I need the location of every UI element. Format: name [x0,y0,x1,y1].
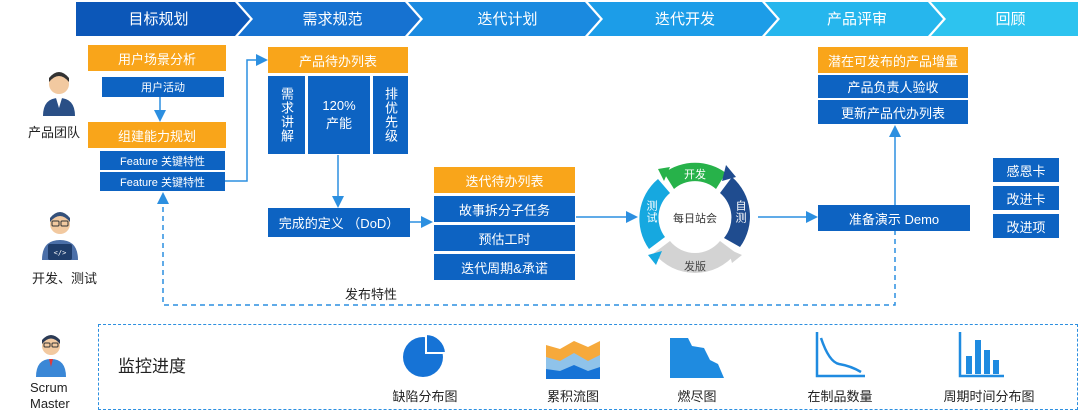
phase-bar [76,2,1078,36]
monitor-label-wip: 在制品数量 [807,389,873,404]
cumulative-flow-icon [546,335,600,379]
sprint-item-split-tasks: 故事拆分子任务 [434,196,575,222]
update-product-backlog: 更新产品代办列表 [818,100,968,124]
role-product-team: 产品团队 [28,125,81,140]
monitor-title: 监控进度 [118,357,186,376]
user-activity: 用户活动 [102,77,224,97]
scrum-master-avatar-icon [36,335,66,377]
phase-label-sprint-dev: 迭代开发 [654,10,715,28]
role-scrum-master-line2: Master [30,396,70,411]
phase-chevron-5 [765,2,943,36]
product-backlog-title: 产品待办列表 [268,47,408,73]
wip-count-icon [815,332,865,378]
phase-chevron-1 [76,2,250,36]
phase-chevron-3 [408,2,600,36]
backlog-capacity: 120% 产能 [308,76,370,154]
cycle-arc-release [654,241,736,274]
po-acceptance: 产品负责人验收 [818,75,968,98]
role-scrum-master-line1: Scrum [30,380,68,395]
phase-label-sprint-plan: 迭代计划 [477,10,538,28]
phase-chevron-4 [588,2,777,36]
svg-text:</>: </> [54,249,67,257]
cycle-label-test: 测试 [645,200,657,224]
monitor-label-cfd: 累积流图 [546,389,599,404]
user-scenario-analysis: 用户场景分析 [88,45,226,71]
prepare-demo: 准备演示 Demo [818,205,970,231]
cycle-arc-dev [664,162,726,189]
retro-gratitude-card: 感恩卡 [993,158,1059,182]
sprint-item-estimate: 预估工时 [434,225,575,251]
backlog-requirement-explain: 需求讲解 [268,76,305,154]
monitor-label-burndown: 燃尽图 [677,389,717,404]
burndown-icon [670,338,724,378]
sprint-backlog-title: 迭代待办列表 [434,167,575,193]
cycle-label-self-test: 自测 [734,200,746,224]
cycle-center-standup: 每日站会 [673,213,717,225]
cycle-time-histogram-icon [958,332,1004,378]
backlog-capacity-label: 产能 [325,116,352,131]
phase-label-review: 产品评审 [826,10,887,28]
cycle-label-release: 发版 [684,261,706,273]
cycle-label-dev: 开发 [684,169,706,181]
potentially-shippable-increment: 潜在可发布的产品增量 [818,47,968,73]
role-scrum-master: Scrum Master [30,380,70,412]
daily-standup-cycle [639,162,750,274]
phase-label-requirements: 需求规范 [302,10,363,28]
retro-improve-card: 改进卡 [993,186,1059,210]
monitor-label-defect: 缺陷分布图 [392,389,458,404]
role-dev-test: 开发、测试 [32,271,98,286]
backlog-prioritize: 排优先级 [373,76,408,154]
dev-test-avatar-icon: </> [42,212,78,260]
phase-label-retro: 回顾 [995,10,1026,28]
product-team-avatar-icon [43,72,75,116]
monitor-label-cycle-time: 周期时间分布图 [943,389,1035,404]
phase-chevron-2 [238,2,420,36]
retro-improve-item: 改进项 [993,214,1059,238]
defect-distribution-pie-icon [403,333,448,377]
feature-item-1: Feature 关键特性 [100,151,225,170]
phase-chevron-6 [931,2,1078,36]
cycle-arc-self-test [720,177,750,247]
feature-item-2: Feature 关键特性 [100,172,225,191]
cycle-arc-test [639,179,670,249]
phase-label-goal: 目标规划 [128,10,189,28]
monitor-panel [98,324,1078,410]
release-feature-label: 发布特性 [345,287,398,302]
backlog-capacity-percent: 120% [322,98,356,113]
capability-planning: 组建能力规划 [88,122,226,148]
sprint-item-commitment: 迭代周期&承诺 [434,254,575,280]
definition-of-done: 完成的定义 （DoD） [268,208,410,237]
